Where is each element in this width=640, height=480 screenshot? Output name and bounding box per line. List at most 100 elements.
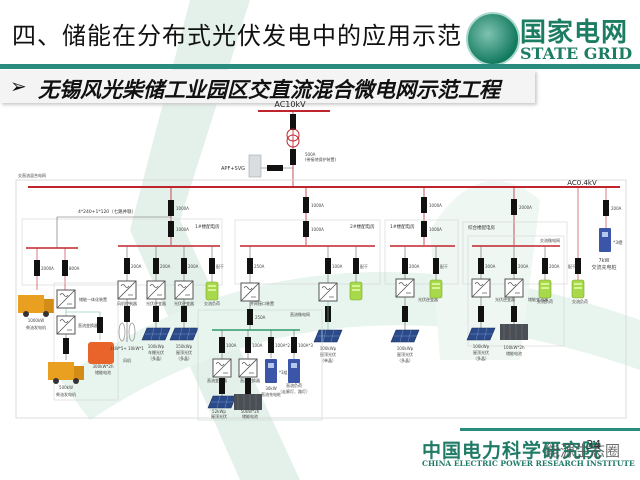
device-label: 屋顶光伏 xyxy=(176,349,192,355)
hv-breaker xyxy=(290,114,296,130)
breaker-label: 1000A xyxy=(429,203,442,208)
device-label: 交流负荷 xyxy=(204,300,220,306)
solar-panel-icon xyxy=(313,329,343,343)
lv-bus-label: AC0.4kV xyxy=(567,179,597,187)
breaker-label: 100A*2 xyxy=(275,343,290,348)
network-label: 交直流混合电网 xyxy=(18,172,46,178)
ac-charger-icon xyxy=(599,228,611,252)
dc-subnet-label: 直流微电网 xyxy=(290,311,310,317)
feeder3-label: 1#楼配电房 xyxy=(390,223,415,230)
device-label: 直流变换器 xyxy=(207,377,227,383)
device-label: 直流负荷 xyxy=(286,382,302,388)
ac-load-icon xyxy=(349,281,363,301)
breaker-label: 200A xyxy=(160,264,171,269)
device-label: 交流负荷 xyxy=(537,298,553,304)
feeder2-room-box xyxy=(234,219,381,285)
device-label: 50kW*2h xyxy=(241,409,260,414)
solar-panel-icon xyxy=(466,327,496,341)
breaker-label: 1000A xyxy=(311,203,324,208)
device-label: 柴油发电机 xyxy=(56,391,76,397)
footer-divider xyxy=(460,428,640,431)
breaker-label: 2000A xyxy=(41,266,54,271)
battery-300kw-icon xyxy=(88,342,114,364)
device-label: 屋顶光伏 xyxy=(320,351,336,357)
device-label: 直流充电桩 xyxy=(261,391,281,397)
ac-load-icon xyxy=(205,281,219,301)
pv-inverter-icon xyxy=(395,278,415,298)
device-label: 500kW xyxy=(59,385,73,390)
device-label: 100kWp xyxy=(148,344,165,349)
device-label: 光伏逆变器 xyxy=(495,296,515,302)
device-label: 光伏逆变器 xyxy=(146,300,166,306)
feeder4-room-box xyxy=(462,221,568,285)
breaker-label: 1000A xyxy=(176,206,189,211)
page-title: 四、储能在分布式光伏发电中的应用示范 xyxy=(12,22,462,50)
institute-name-cn: 中国电力科学研究院 xyxy=(422,440,603,462)
solar-panel-icon xyxy=(169,327,199,341)
wind-turbine-icon xyxy=(118,322,136,342)
breaker-label: 1000A xyxy=(311,227,324,232)
subtitle: 无锡风光柴储工业园区交直流混合微电网示范工程 xyxy=(38,78,500,102)
pv-inverter-icon xyxy=(174,280,194,300)
breaker-label: 配干 xyxy=(360,264,368,269)
dc-converter-icon xyxy=(56,315,76,335)
device-label: 屋顶光伏 xyxy=(211,413,227,419)
device-label: 150kWp xyxy=(176,344,193,349)
grid-interface-icon xyxy=(240,282,260,302)
grid-voltage-label: AC10kV xyxy=(274,100,306,109)
breaker-label: 100A xyxy=(332,264,343,269)
dc-converter-icon xyxy=(212,358,232,378)
breaker-label: 配干 xyxy=(216,264,224,269)
cable-label: 4*240+1*120（七路并联） xyxy=(78,208,136,215)
device-label: 1kW*5+ 10kW*1 xyxy=(110,346,144,351)
solar-panel-icon xyxy=(141,327,171,341)
feeder1-label: 1#楼配电房 xyxy=(195,223,220,230)
feeder2-label: 2#楼配电房 xyxy=(350,223,375,230)
watermark: 能源生态圈 xyxy=(545,442,621,460)
device-label: （多晶） xyxy=(148,355,164,361)
battery-icon xyxy=(233,393,263,411)
breaker-label: 100A xyxy=(252,343,263,348)
ac-load-icon xyxy=(538,279,552,299)
device-label: 100kW*2h xyxy=(504,345,525,350)
pv-inverter-icon xyxy=(146,280,166,300)
device-label: （多晶） xyxy=(397,357,413,363)
dc-charger-icon xyxy=(265,359,277,383)
feeder3-room-box xyxy=(384,219,459,285)
breaker-label: 200A xyxy=(188,264,199,269)
header-divider xyxy=(0,64,640,69)
device-label: 1000kW xyxy=(28,318,44,323)
device-label: 屋顶光伏 xyxy=(473,349,489,355)
main-breaker-note: (带接地保护装置) xyxy=(305,156,337,162)
device-label: 储能电池 xyxy=(506,350,522,356)
lv-main-breaker xyxy=(290,149,296,165)
device-label: 柴油发电机 xyxy=(26,324,46,330)
feeder1-room-box xyxy=(21,218,223,286)
device-label: 储能一体化装置 xyxy=(79,296,107,302)
solar-panel-icon xyxy=(390,329,420,343)
solar-panel-icon xyxy=(207,395,237,409)
dc-load-icon xyxy=(288,359,300,383)
breaker-label: 800A xyxy=(69,266,80,271)
ac-microgrid-box xyxy=(467,235,565,347)
feeder4-label: 综合楼配电房 xyxy=(468,224,495,231)
transformer-icon xyxy=(286,128,300,148)
device-label: 30kW xyxy=(265,386,276,391)
device-label: 100kWp xyxy=(473,344,490,349)
device-label: 风机 xyxy=(123,357,131,363)
device-label: 交流充电桩 xyxy=(591,264,616,271)
diagram-frame xyxy=(15,179,627,419)
breaker-label: 100A xyxy=(226,343,237,348)
globe-icon xyxy=(466,12,520,66)
device-label: 52kWp xyxy=(212,409,226,414)
device-label: 7kW xyxy=(598,258,609,264)
breaker-label: 100A*3 xyxy=(298,343,313,348)
device-label: *3组 xyxy=(279,369,288,375)
state-grid-logo: 国家电网 STATE GRID xyxy=(466,10,636,66)
pv-inverter-icon xyxy=(318,282,338,302)
device-label: 车棚光伏 xyxy=(148,349,164,355)
battery-icon xyxy=(499,323,529,341)
breaker-label: 300A xyxy=(485,264,496,269)
logo-cn: 国家电网 xyxy=(520,18,629,48)
ac-load-icon xyxy=(571,279,585,299)
